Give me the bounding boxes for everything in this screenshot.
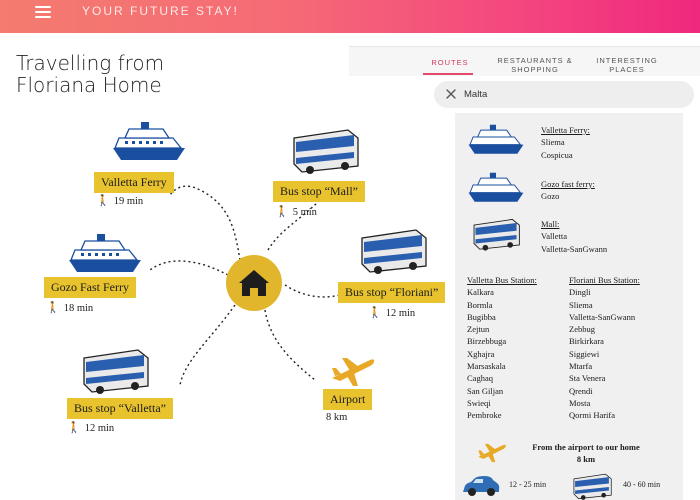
destination-label: Bus stop “Floriani” bbox=[338, 282, 446, 303]
tab-interesting-places[interactable]: INTERESTING PLACES bbox=[592, 56, 662, 74]
top-bar: YOUR FUTURE STAY! bbox=[0, 0, 700, 33]
bus-time: 40 - 60 min bbox=[623, 480, 661, 489]
list-item: Cospicua bbox=[541, 149, 573, 160]
destination-label: Bus stop “Mall” bbox=[273, 181, 365, 202]
destination-time-value: 5 min bbox=[292, 207, 317, 218]
list-item: Sliema bbox=[569, 299, 593, 310]
search-input[interactable] bbox=[464, 87, 674, 101]
list-item: Birkirkara bbox=[569, 336, 604, 347]
destination-label: Valletta Ferry bbox=[94, 172, 174, 193]
list-item: Marsaskala bbox=[467, 361, 506, 372]
close-icon[interactable] bbox=[444, 87, 458, 101]
gozo-ferry-info: Gozo fast ferry: Gozo bbox=[541, 178, 595, 203]
routes-panel: Valletta Ferry: Sliema Cospicua Gozo fas… bbox=[455, 113, 683, 500]
routes-infographic: Valletta Ferry 🚶19 min Bus stop “Mall” 🚶… bbox=[0, 110, 450, 500]
list-item: Birzebbuga bbox=[467, 336, 507, 347]
list-item: Zejtun bbox=[467, 324, 490, 335]
destination-time-value: 19 min bbox=[113, 196, 144, 207]
page-title-line-1: Travelling from bbox=[16, 51, 165, 75]
list-item: Caghaq bbox=[467, 373, 493, 384]
bus-icon bbox=[473, 218, 520, 251]
list-item: Bormla bbox=[467, 299, 493, 310]
list-item: Qormi Harifa bbox=[569, 410, 616, 421]
bus-icon bbox=[361, 229, 427, 274]
valletta-station-title: Valletta Bus Station: bbox=[467, 275, 537, 285]
destination-label: Bus stop “Valletta” bbox=[67, 398, 173, 419]
bus-icon bbox=[573, 473, 612, 500]
destination-time: 🚶19 min bbox=[96, 194, 143, 207]
list-item: Gozo bbox=[541, 191, 560, 202]
list-item: Mtarfa bbox=[569, 361, 593, 372]
house-icon bbox=[226, 255, 282, 311]
mall-title: Mall: bbox=[541, 219, 560, 229]
car-time: 12 - 25 min bbox=[509, 480, 547, 489]
page-title-line-2: Floriana Home bbox=[16, 73, 162, 97]
airport-title: From the airport to our home bbox=[532, 442, 640, 452]
ferry-icon bbox=[468, 172, 524, 202]
list-item: Valletta bbox=[541, 231, 567, 242]
tab-restaurants-shopping[interactable]: RESTAURANTS & SHOPPING bbox=[492, 56, 578, 74]
brand-title: YOUR FUTURE STAY! bbox=[82, 4, 239, 18]
walking-icon: 🚶 bbox=[275, 206, 289, 218]
list-item: Pembroke bbox=[467, 410, 502, 421]
tab-bar: ROUTES RESTAURANTS & SHOPPING INTERESTIN… bbox=[349, 46, 700, 76]
list-item: Swieqi bbox=[467, 397, 491, 408]
ferry-icon bbox=[113, 122, 185, 160]
gozo-ferry-title: Gozo fast ferry: bbox=[541, 179, 595, 189]
tab-places-label-1: INTERESTING bbox=[596, 56, 658, 65]
list-item: Xghajra bbox=[467, 348, 495, 359]
floriani-station-info: Floriani Bus Station: Dingli Sliema Vall… bbox=[569, 274, 640, 422]
list-item: Bugibba bbox=[467, 311, 496, 322]
list-item: Valletta-SanGwann bbox=[541, 243, 608, 254]
airport-info: From the airport to our home 8 km bbox=[511, 441, 661, 465]
list-item: San Giljan bbox=[467, 385, 504, 396]
list-item: Sliema bbox=[541, 137, 565, 148]
ferry-icon bbox=[69, 234, 141, 272]
list-item: Zebbug bbox=[569, 324, 595, 335]
tab-routes-label: ROUTES bbox=[431, 58, 469, 67]
valletta-station-info: Valletta Bus Station: Kalkara Bormla Bug… bbox=[467, 274, 537, 422]
floriani-station-title: Floriani Bus Station: bbox=[569, 275, 640, 285]
tab-routes[interactable]: ROUTES bbox=[431, 58, 469, 67]
tab-restaurants-label-2: SHOPPING bbox=[511, 65, 559, 74]
valletta-ferry-info: Valletta Ferry: Sliema Cospicua bbox=[541, 124, 590, 161]
list-item: Mosta bbox=[569, 397, 591, 408]
bus-icon bbox=[293, 129, 359, 174]
car-icon bbox=[463, 476, 500, 496]
menu-icon[interactable] bbox=[35, 6, 53, 18]
tab-restaurants-label-1: RESTAURANTS & bbox=[497, 56, 573, 65]
connector-lines bbox=[149, 185, 341, 386]
mall-info: Mall: Valletta Valletta-SanGwann bbox=[541, 218, 607, 255]
destination-distance: 8 km bbox=[326, 412, 348, 423]
destination-time-value: 12 min bbox=[385, 308, 416, 319]
destination-time: 🚶18 min bbox=[46, 301, 93, 314]
bus-icon bbox=[83, 349, 149, 394]
destination-time-value: 12 min bbox=[84, 423, 115, 434]
destination-time-value: 18 min bbox=[63, 303, 94, 314]
walking-icon: 🚶 bbox=[96, 195, 110, 207]
list-item: Kalkara bbox=[467, 287, 494, 298]
list-item: Siggiewi bbox=[569, 348, 600, 359]
tab-places-label-2: PLACES bbox=[609, 65, 645, 74]
list-item: Qrendi bbox=[569, 385, 593, 396]
list-item: Dingli bbox=[569, 287, 591, 298]
destination-time: 🚶5 min bbox=[275, 205, 317, 218]
page-title: Travelling from Floriana Home bbox=[16, 52, 164, 96]
airplane-icon bbox=[478, 443, 506, 463]
destination-time: 🚶12 min bbox=[67, 421, 114, 434]
search-bar bbox=[434, 81, 694, 108]
list-item: Sta Venera bbox=[569, 373, 606, 384]
walking-icon: 🚶 bbox=[46, 302, 60, 314]
destination-label: Gozo Fast Ferry bbox=[44, 277, 136, 298]
airplane-icon bbox=[332, 358, 375, 386]
destination-label: Airport bbox=[323, 389, 373, 410]
ferry-icon bbox=[468, 124, 524, 154]
active-tab-indicator bbox=[423, 73, 473, 75]
list-item: Valletta-SanGwann bbox=[569, 311, 636, 322]
destination-time: 🚶12 min bbox=[368, 306, 415, 319]
walking-icon: 🚶 bbox=[67, 422, 81, 434]
valletta-ferry-title: Valletta Ferry: bbox=[541, 125, 590, 135]
walking-icon: 🚶 bbox=[368, 307, 382, 319]
airport-distance: 8 km bbox=[576, 454, 596, 464]
